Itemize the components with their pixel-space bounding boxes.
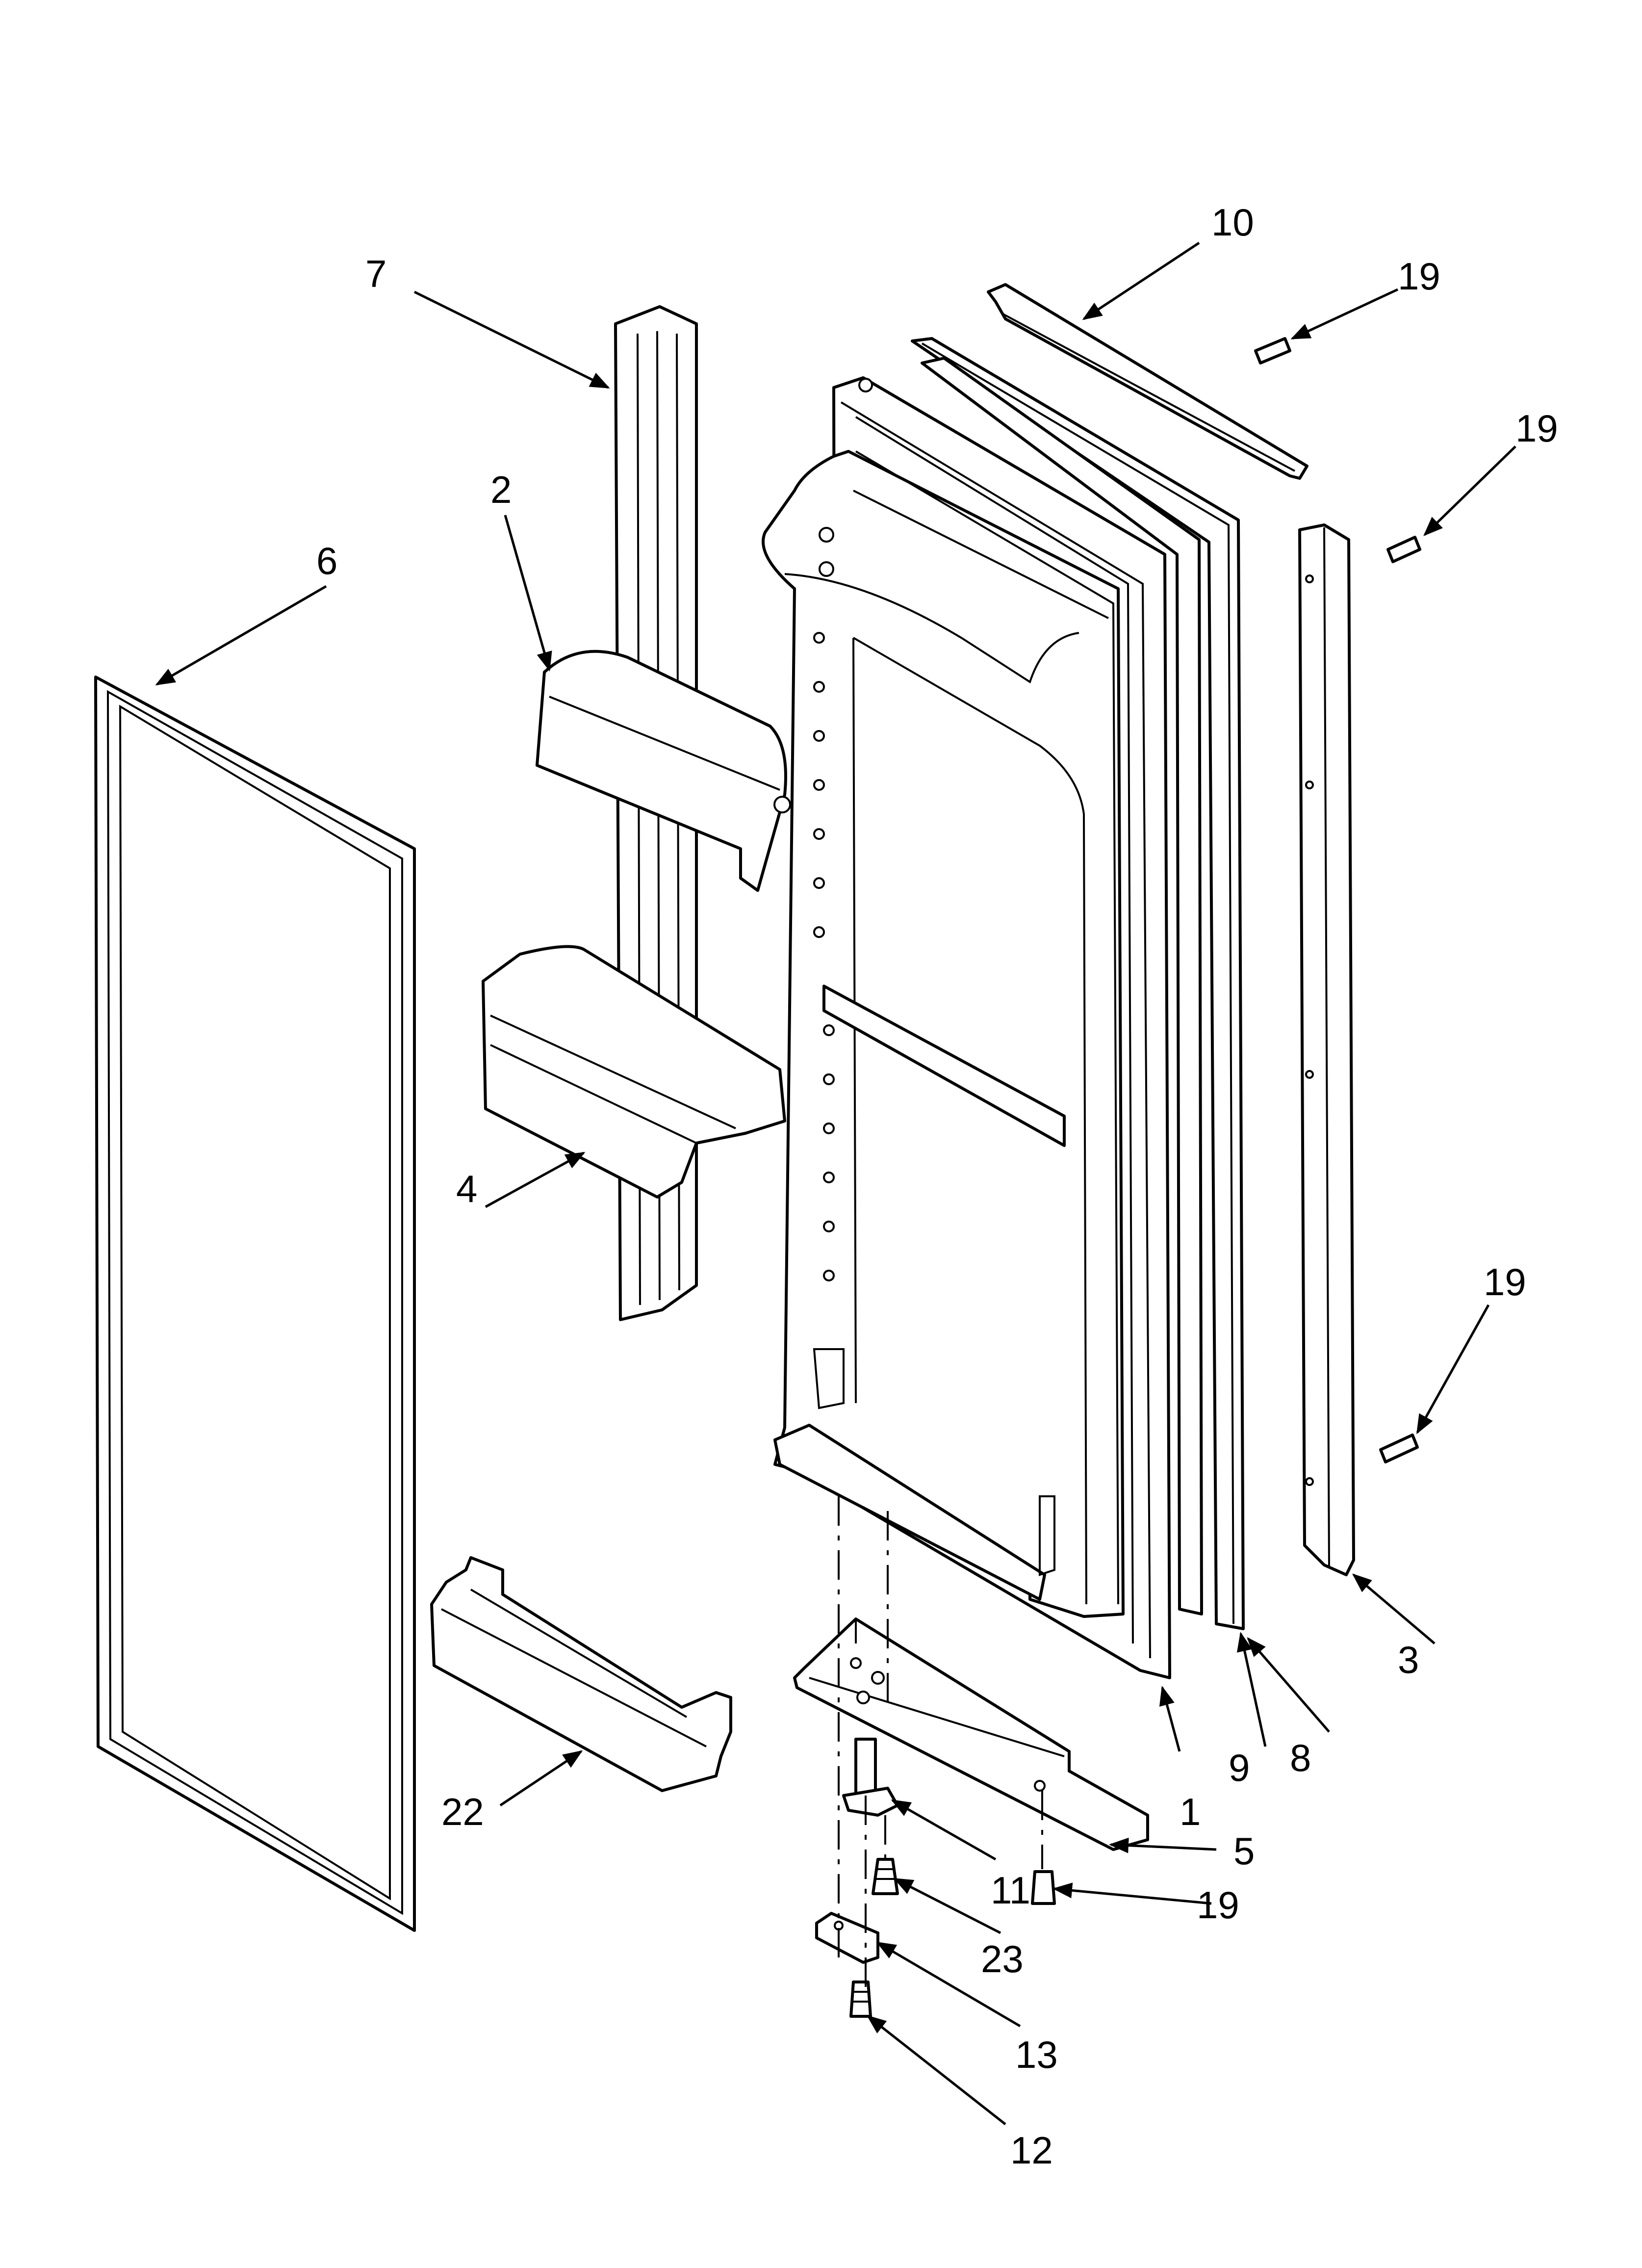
screw-part-19-top xyxy=(1254,337,1291,365)
lower-door-bin-part-22 xyxy=(430,1556,732,1792)
callout-2: 2 xyxy=(490,468,512,511)
callout-19-top: 19 xyxy=(1398,255,1440,298)
callout-labels: 10 19 19 7 2 6 4 19 3 9 8 1 5 22 11 19 2… xyxy=(316,201,1558,2172)
callout-7: 7 xyxy=(365,252,386,295)
callout-10: 10 xyxy=(1211,201,1254,244)
callout-13: 13 xyxy=(1015,2033,1058,2076)
callout-6: 6 xyxy=(316,539,337,582)
callout-19-lower-trim: 19 xyxy=(1484,1260,1526,1303)
door-gasket-part-6 xyxy=(94,676,416,1932)
callout-12: 12 xyxy=(1010,2129,1053,2172)
door-bin-part-4 xyxy=(482,945,786,1199)
callout-19-upper-trim: 19 xyxy=(1515,407,1558,450)
callout-4: 4 xyxy=(456,1167,477,1210)
dairy-compartment-part-2 xyxy=(536,650,791,892)
screw-part-19-lower-trim xyxy=(1379,1434,1419,1463)
top-cap-part-10 xyxy=(987,283,1308,480)
callout-9: 9 xyxy=(1229,1746,1250,1789)
callout-11: 11 xyxy=(991,1869,1030,1912)
screw-part-19-upper-trim xyxy=(1386,536,1421,563)
door-panel-part-8 xyxy=(911,337,1245,1630)
assembly-centerlines xyxy=(838,1496,1043,1987)
side-trim-part-3 xyxy=(1298,523,1355,1576)
screw-part-12 xyxy=(849,1981,872,2018)
callout-8: 8 xyxy=(1290,1736,1311,1779)
door-liner xyxy=(762,450,1125,1618)
callout-5: 5 xyxy=(1233,1829,1255,1873)
hinge-block-part-13 xyxy=(815,1912,879,1964)
bottom-bracket-part-5 xyxy=(793,1617,1149,1851)
hinge-pin-part-11 xyxy=(842,1738,899,1817)
door-insulation-part-9 xyxy=(921,357,1203,1616)
screw-part-19-bracket xyxy=(1031,1870,1056,1905)
callout-3: 3 xyxy=(1398,1638,1419,1681)
screw-part-23 xyxy=(872,1858,899,1895)
leader-lines xyxy=(155,241,1516,2125)
callout-22: 22 xyxy=(441,1790,484,1833)
callout-1: 1 xyxy=(1180,1790,1201,1833)
callout-19-bracket: 19 xyxy=(1197,1883,1239,1927)
callout-23: 23 xyxy=(981,1937,1024,1981)
